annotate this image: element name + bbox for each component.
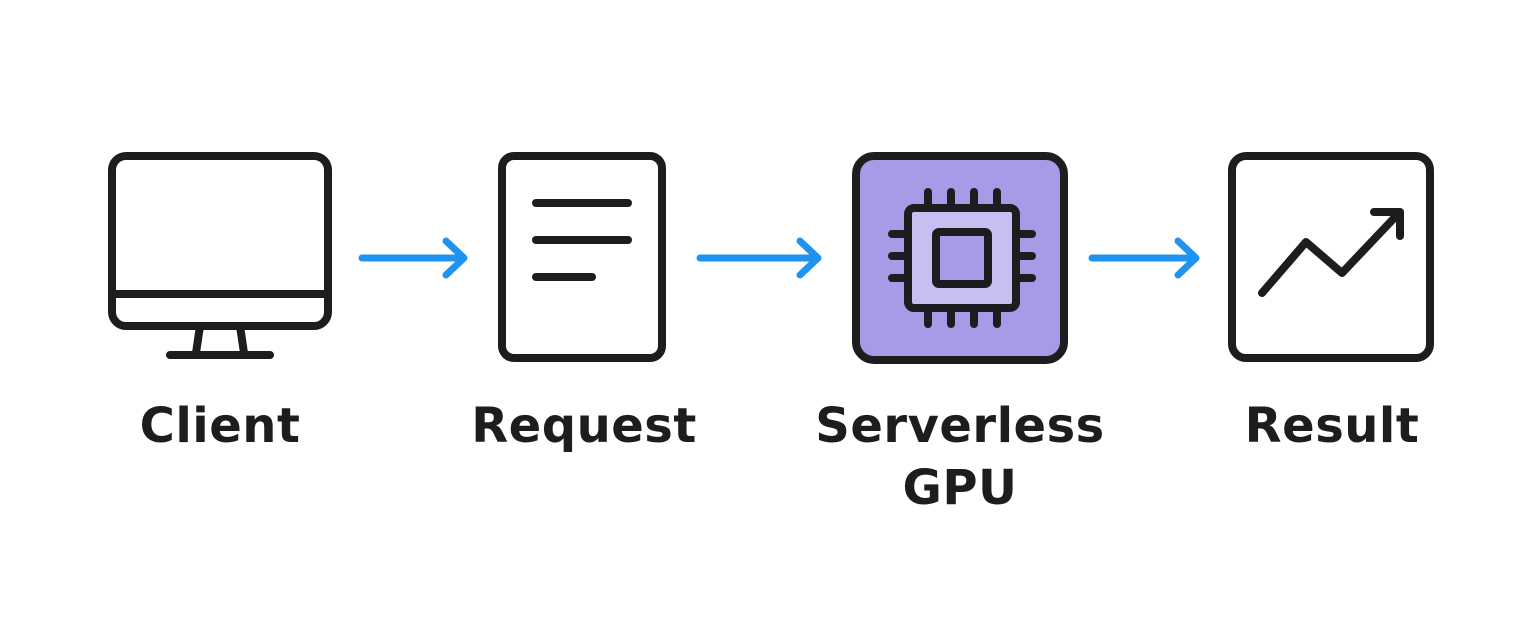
monitor-icon (108, 152, 332, 360)
step-label-serverless-gpu: Serverless GPU (815, 398, 1105, 516)
step-label-request: Request (471, 398, 697, 454)
document-icon (498, 152, 666, 362)
arrow-right-icon (696, 236, 824, 280)
arrow-right-icon (358, 236, 470, 280)
gpu-chip-icon (852, 152, 1068, 364)
step-label-client: Client (139, 398, 301, 454)
arrow-right-icon (1088, 236, 1202, 280)
step-label-result: Result (1244, 398, 1420, 454)
trending-up-chart-icon (1228, 152, 1434, 362)
